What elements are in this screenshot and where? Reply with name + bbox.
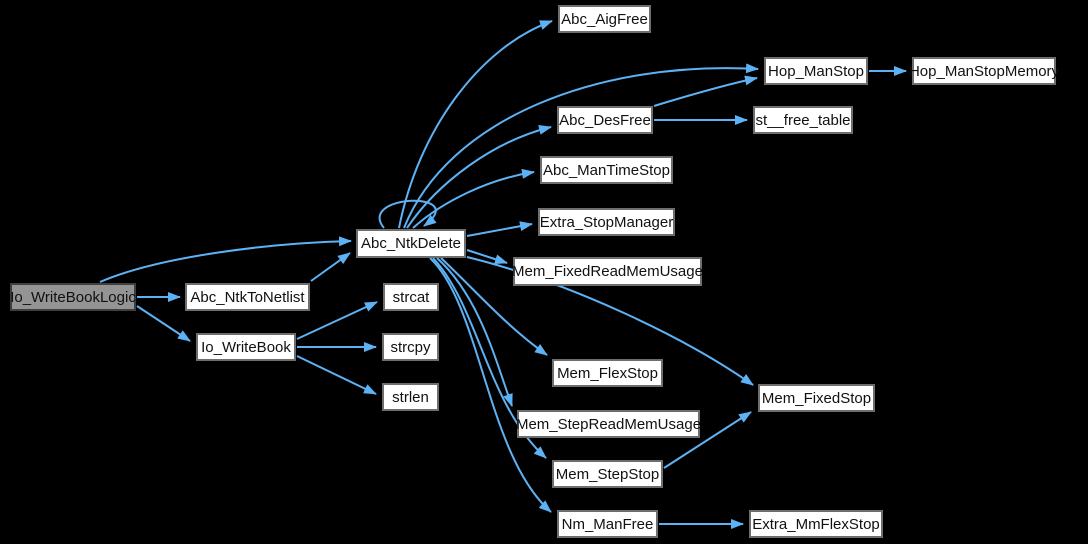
node-Abc_NtkDelete[interactable]: Abc_NtkDelete (356, 229, 466, 258)
node-label: Hop_ManStopMemory (908, 62, 1060, 80)
edge-Abc_NtkToNetlist-Abc_NtkDelete (310, 252, 351, 282)
node-label: Abc_NtkToNetlist (190, 288, 305, 306)
node-Io_WriteBook[interactable]: Io_WriteBook (196, 333, 296, 361)
node-label: Io_WriteBook (201, 338, 291, 356)
edge-Abc_NtkDelete-Hop_ManStop (403, 63, 759, 229)
node-strcpy[interactable]: strcpy (382, 333, 439, 361)
node-strcat[interactable]: strcat (383, 283, 439, 311)
edge-Abc_NtkDelete-Mem_FixedReadMemUsage (466, 249, 508, 265)
node-Abc_NtkToNetlist[interactable]: Abc_NtkToNetlist (185, 283, 310, 311)
node-Io_WriteBookLogic: Io_WriteBookLogic (10, 283, 136, 311)
node-label: Hop_ManStop (768, 62, 864, 80)
node-Mem_StepStop[interactable]: Mem_StepStop (552, 460, 663, 488)
node-label: Abc_ManTimeStop (542, 161, 670, 179)
node-Mem_FixedStop[interactable]: Mem_FixedStop (758, 384, 875, 412)
node-label: Extra_StopManager (539, 213, 674, 231)
node-label: Mem_FixedReadMemUsage (512, 263, 703, 280)
node-Abc_ManTimeStop[interactable]: Abc_ManTimeStop (540, 156, 673, 184)
node-label: strlen (392, 388, 429, 406)
node-label: strcat (392, 288, 430, 306)
node-Abc_AigFree[interactable]: Abc_AigFree (558, 5, 651, 33)
edge-Abc_NtkDelete-Mem_FlexStop (440, 257, 548, 356)
node-Mem_FlexStop[interactable]: Mem_FlexStop (552, 359, 663, 387)
node-strlen[interactable]: strlen (382, 383, 439, 411)
node-label: Mem_FixedStop (761, 389, 872, 407)
edge-Mem_StepStop-Mem_FixedStop (663, 411, 752, 469)
edge-Io_WriteBookLogic-Abc_NtkDelete (99, 236, 352, 283)
node-label: Abc_NtkDelete (360, 235, 462, 252)
edge-Abc_NtkDelete-Abc_NtkDelete (378, 199, 437, 229)
node-Extra_StopManager[interactable]: Extra_StopManager (538, 208, 675, 236)
node-label: Nm_ManFree (561, 515, 654, 533)
edge-Io_WriteBook-strlen (296, 355, 377, 395)
edge-Io_WriteBook-strcat (296, 301, 378, 340)
node-Mem_StepReadMemUsage[interactable]: Mem_StepReadMemUsage (515, 410, 702, 438)
edge-Io_WriteBookLogic-Io_WriteBook (136, 305, 191, 342)
node-Abc_DesFree[interactable]: Abc_DesFree (557, 106, 653, 134)
node-label: st__free_table (755, 111, 851, 129)
edge-Abc_DesFree-Hop_ManStop (653, 75, 758, 107)
node-Mem_FixedReadMemUsage[interactable]: Mem_FixedReadMemUsage (512, 257, 703, 286)
edge-Abc_NtkDelete-Mem_FixedStop (466, 256, 754, 386)
node-st__free_table[interactable]: st__free_table (753, 106, 853, 134)
node-label: Mem_StepReadMemUsage (515, 415, 702, 433)
node-label: Mem_FlexStop (557, 364, 658, 382)
edge-Abc_NtkDelete-Nm_ManFree (429, 257, 552, 513)
node-label: Abc_AigFree (561, 10, 648, 28)
node-Hop_ManStopMemory[interactable]: Hop_ManStopMemory (908, 57, 1060, 85)
node-Extra_MmFlexStop[interactable]: Extra_MmFlexStop (749, 510, 883, 538)
edge-Abc_NtkDelete-Extra_StopManager (466, 221, 533, 237)
edge-Abc_NtkDelete-Abc_AigFree (398, 20, 553, 229)
node-label: Mem_StepStop (555, 465, 660, 483)
node-Hop_ManStop[interactable]: Hop_ManStop (764, 57, 868, 85)
node-label: Extra_MmFlexStop (752, 515, 880, 533)
node-label: strcpy (390, 338, 431, 356)
edge-Abc_NtkDelete-Abc_DesFree (406, 125, 552, 229)
edge-Abc_NtkDelete-Mem_StepReadMemUsage (436, 257, 513, 407)
node-label: Abc_DesFree (559, 111, 651, 129)
node-Nm_ManFree[interactable]: Nm_ManFree (557, 510, 658, 538)
edge-Abc_NtkDelete-Abc_ManTimeStop (412, 168, 535, 229)
node-label: Io_WriteBookLogic (10, 288, 136, 306)
